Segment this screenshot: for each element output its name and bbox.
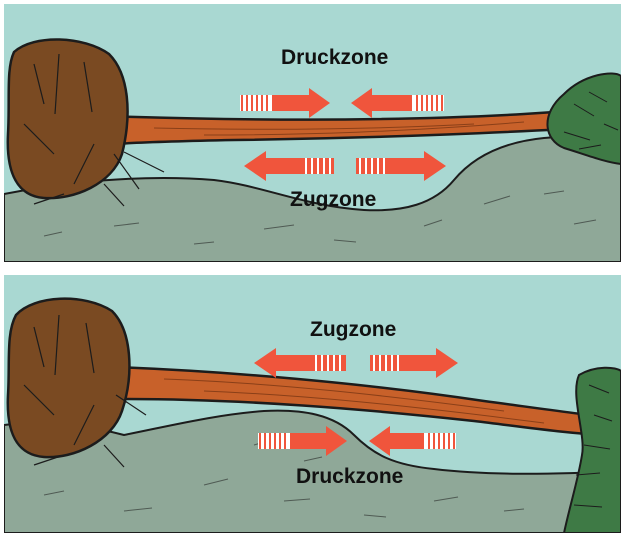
upper-zone-label: Zugzone — [310, 318, 396, 342]
diagram-panel-bottom: Zugzone Druckzone — [4, 275, 621, 533]
scene-top — [4, 4, 621, 262]
scene-bottom — [4, 275, 621, 533]
lower-zone-label: Druckzone — [296, 465, 403, 489]
diagram-panel-top: Druckzone Zugzone — [4, 4, 621, 262]
lower-zone-label: Zugzone — [290, 188, 376, 212]
root-ball-icon — [8, 39, 128, 198]
upper-zone-label: Druckzone — [281, 46, 388, 70]
